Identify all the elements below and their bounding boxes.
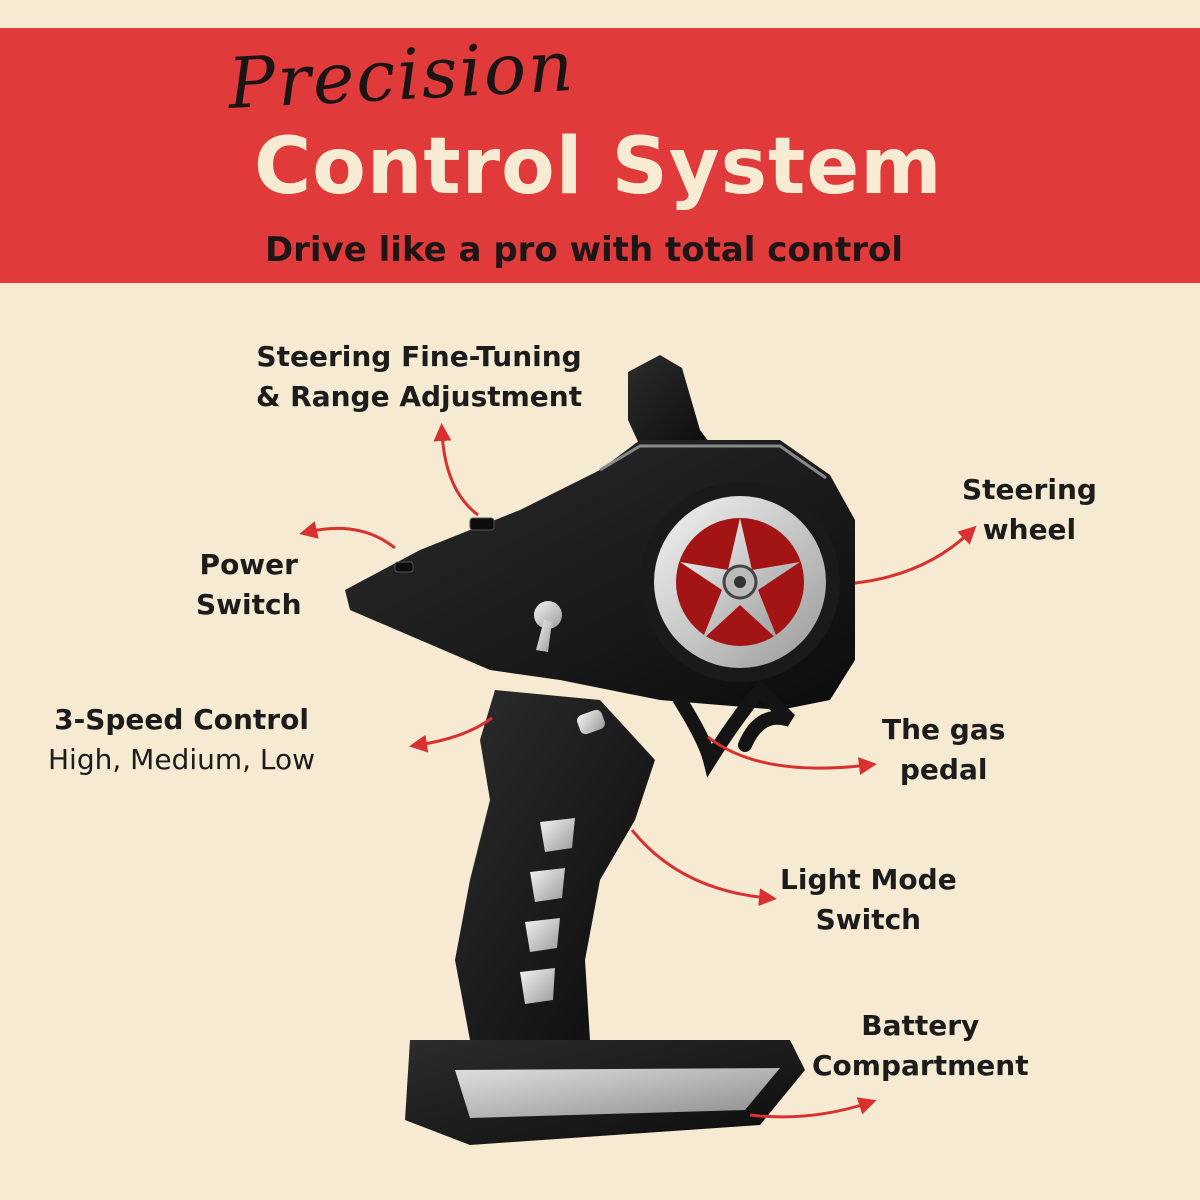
header-banner [0,28,1200,283]
callout-steering-wheel: Steering wheel [962,470,1097,550]
callout-light-mode-line1: Light Mode [780,863,957,896]
handle-grip [455,690,655,1040]
callout-speed-control-line1: 3-Speed Control [54,703,309,736]
callout-steering-trim: Steering Fine-Tuning & Range Adjustment [256,337,582,417]
arrow-steering-wheel [854,525,977,585]
arrow-battery [749,1097,877,1119]
arrow-gas-pedal [707,735,877,776]
callout-battery-line1: Battery [861,1009,980,1042]
arrow-power-switch [299,521,396,550]
arrow-light-mode [630,829,777,907]
callout-steering-trim-line2: & Range Adjustment [256,380,583,413]
trigger [673,679,795,778]
subtitle: Drive like a pro with total control [264,230,904,270]
arrow-speed-control [409,716,493,753]
power-toggle-switch [534,601,562,629]
main-title: Control System [254,122,943,212]
callout-gas-pedal-line2: pedal [899,753,988,786]
callout-power-switch: Power Switch [196,545,302,625]
callout-speed-control-line2: High, Medium, Low [48,743,316,776]
callout-light-mode-line2: Switch [815,903,922,936]
callout-steering-wheel-line2: wheel [982,513,1077,546]
callout-power-switch-line2: Switch [196,588,302,621]
callout-power-switch-line1: Power [199,548,298,581]
steering-wheel-graphic [640,482,840,682]
callout-battery-line2: Compartment [812,1049,1029,1082]
callout-speed-control: 3-Speed Control High, Medium, Low [48,700,315,780]
callout-battery: Battery Compartment [812,1006,1029,1086]
antenna [628,355,712,446]
callout-gas-pedal: The gas pedal [882,710,1005,790]
callout-steering-trim-line1: Steering Fine-Tuning [256,340,582,373]
callout-light-mode: Light Mode Switch [780,860,957,940]
callout-gas-pedal-line1: The gas [882,713,1006,746]
arrow-steering-trim [433,423,479,517]
callout-steering-wheel-line1: Steering [962,473,1097,506]
